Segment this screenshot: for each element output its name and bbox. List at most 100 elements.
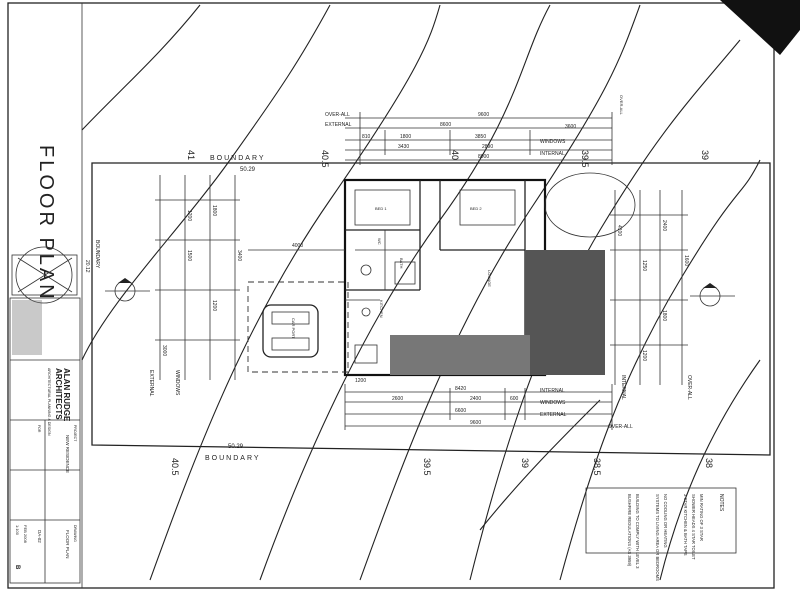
note-3: 3 STAR KITCHEN & BATH TAPS — [683, 494, 688, 556]
north-point — [11, 246, 78, 304]
title-block-date: FEB 2008 — [23, 525, 28, 544]
room-wc: WC — [377, 238, 382, 245]
water-tank — [544, 172, 636, 238]
right-dim-4: 1800 — [661, 310, 667, 321]
contour-label-38-bottom: 38 — [704, 458, 714, 468]
section-marker-left — [105, 278, 150, 302]
left-windows-label: WINDOWS — [174, 370, 180, 396]
top-internal-label: INTERNAL — [540, 151, 565, 157]
title-block-project-label: PROJECT — [73, 425, 77, 442]
boundary-bottom-length: 50.29 — [228, 444, 244, 450]
contour-line-1 — [81, 4, 201, 131]
bottom-overall-value: 9600 — [470, 420, 481, 426]
boundary-left-length: 20.12 — [84, 260, 90, 273]
top-windows-label: WINDOWS — [540, 139, 566, 145]
note-4: NO COOLING OR HEATING — [663, 494, 668, 548]
contour-line-2 — [81, 4, 331, 361]
contour-label-40-5-top: 40.5 — [320, 150, 330, 168]
boundary-top-label: BOUNDARY — [210, 155, 266, 162]
bottom-overall-label: OVER-ALL — [608, 424, 633, 430]
contour-label-39-top: 39 — [700, 150, 710, 160]
left-external-label: EXTERNAL — [148, 370, 154, 397]
contour-line-9 — [479, 399, 601, 531]
car-port — [247, 281, 349, 373]
title-block-firm-sub: ARCHITECTS — [54, 368, 63, 420]
bottom-internal-label: INTERNAL — [540, 388, 565, 394]
contour-label-40-top: 40 — [450, 150, 460, 160]
boundary-top-length: 50.29 — [240, 167, 256, 173]
bottom-win-b: 2400 — [470, 396, 481, 402]
contour-line-6 — [469, 39, 741, 581]
room-car-port: CAR PORT — [291, 318, 296, 339]
top-external-value: 8600 — [440, 122, 451, 128]
right-dim-3: 2400 — [661, 220, 667, 231]
right-dim-6: 1200 — [641, 350, 647, 361]
right-dimensions — [610, 190, 688, 385]
top-win-b: 2890 — [482, 144, 493, 150]
left-dimensions — [155, 175, 240, 380]
bottom-internal-value: 8420 — [455, 386, 466, 392]
left-dim-1: 3000 — [161, 345, 167, 356]
right-internal-label: INTERNAL — [620, 375, 626, 400]
drawing-title: FLOOR PLAN — [35, 145, 57, 302]
title-block-sheet: B — [14, 565, 20, 570]
title-block — [9, 297, 81, 584]
room-living: LOUNGE — [487, 270, 492, 287]
right-dim-5: 1600 — [683, 255, 689, 266]
top-internal-value: 8900 — [478, 154, 489, 160]
note-5: SYSTEMS TO LIVING AREA OR BEDROOMS — [655, 494, 660, 581]
contour-line-5 — [359, 4, 641, 581]
note-2: SHOWER HEADS 4 STAR TOILET — [691, 494, 696, 560]
boundary-bottom-label: BOUNDARY — [205, 455, 261, 462]
left-dim-4: 1800 — [211, 205, 217, 216]
top-overall-value: 9600 — [478, 112, 489, 118]
contour-label-39-5-bottom: 39.5 — [422, 458, 432, 476]
boundary-left-label: BOUNDARY — [94, 240, 100, 269]
note-6: BUILDING TO COMPLY WITH LEVEL 3 — [635, 494, 640, 569]
title-block-drawing-label: DRAWING — [73, 525, 77, 542]
bottom-windows-label: WINDOWS — [540, 400, 566, 406]
contour-label-40-5-bottom: 40.5 — [170, 458, 180, 476]
contour-line-8 — [659, 359, 761, 581]
contour-line-4 — [259, 4, 551, 581]
top-win-a: 3430 — [398, 144, 409, 150]
room-bed-1: BED 1 — [375, 206, 387, 211]
deck-hatch — [390, 250, 605, 375]
title-block-job-no: DA-02 — [37, 530, 42, 543]
room-bath: BATH — [399, 258, 404, 268]
left-dim-2: 1200 — [186, 210, 192, 221]
left-dim-3: 1500 — [186, 250, 192, 261]
left-dim-5: 1200 — [211, 300, 217, 311]
top-external-label: EXTERNAL — [325, 122, 352, 128]
top-ext-d: 3600 — [565, 124, 576, 130]
contour-line-3 — [149, 4, 441, 581]
bottom-dimensions — [344, 384, 613, 430]
setback-value: 4000 — [292, 243, 303, 249]
sheet-border — [7, 2, 775, 589]
contour-label-39-5-top: 39.5 — [580, 150, 590, 168]
title-block-project: NEW RESIDENCE — [65, 435, 70, 473]
right-dim-1: 4100 — [616, 225, 622, 236]
note-7: BUSHFIRE REGULATIONS (AS 3959) — [627, 494, 632, 567]
contour-label-38-5-bottom: 38.5 — [592, 458, 602, 476]
top-dimensions — [345, 112, 613, 165]
room-bed-2: BED 2 — [470, 206, 482, 211]
top-ext-b: 1800 — [400, 134, 411, 140]
right-dim-2: 1250 — [641, 260, 647, 271]
room-kitchen: KITCHEN — [379, 300, 384, 318]
title-block-scale: 1:100 — [15, 525, 20, 536]
top-overall-label: OVER-ALL — [325, 112, 350, 118]
section-marker-right — [690, 283, 735, 307]
contour-label-41: 41 — [186, 150, 196, 160]
bottom-external-label: EXTERNAL — [540, 412, 567, 418]
bottom-win-c: 600 — [510, 396, 519, 402]
notes-title: NOTES — [718, 494, 724, 512]
bottom-win-a: 2600 — [392, 396, 403, 402]
bottom-external-value: 6600 — [455, 408, 466, 414]
title-block-drawing: FLOOR PLAN — [65, 530, 70, 559]
right-overall-label: OVER-ALL — [686, 375, 692, 400]
corner-mark — [720, 0, 800, 55]
top-note: OVER-ALL — [619, 95, 624, 116]
title-block-client-label: FOR — [37, 425, 41, 433]
